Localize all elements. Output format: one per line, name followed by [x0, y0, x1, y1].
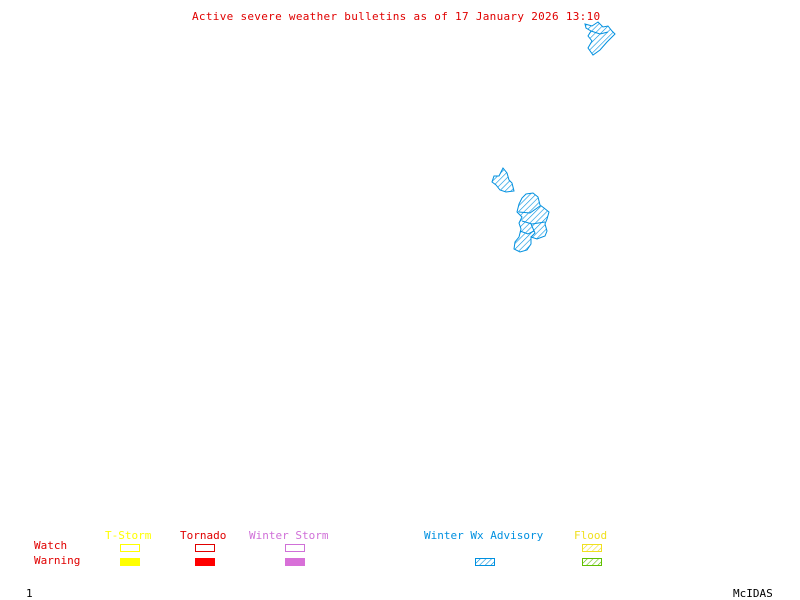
advisory-polygon-edge [519, 230, 535, 235]
legend-category-winter-wx-advisory: Winter Wx Advisory [424, 529, 544, 542]
advisory-area[interactable] [513, 192, 550, 253]
advisory-polygon[interactable] [513, 192, 550, 253]
frame-number: 1 [26, 587, 33, 600]
advisory-area[interactable] [584, 21, 616, 56]
legend-winter-wx-advisory-swatch [475, 558, 495, 566]
advisory-polygon[interactable] [584, 21, 616, 56]
legend-tstorm-watch-swatch [120, 544, 140, 552]
legend-tstorm-warning-swatch [120, 558, 140, 566]
legend-row-label-warning: Warning [34, 554, 81, 567]
legend-category-flood: Flood [574, 529, 608, 542]
legend-winter-storm-warning-swatch [285, 558, 305, 566]
legend-winter-storm-watch-swatch [285, 544, 305, 552]
legend-category-winter-storm: Winter Storm [249, 529, 329, 542]
legend-category-tornado: Tornado [180, 529, 227, 542]
advisory-polygon-edge [530, 223, 536, 238]
legend-tornado-watch-swatch [195, 544, 215, 552]
legend-row-label-watch: Watch [34, 539, 68, 552]
advisory-polygon-edge [521, 220, 546, 225]
bulletin-title: Active severe weather bulletins as of 17… [192, 10, 601, 23]
legend-tornado-warning-swatch [195, 558, 215, 566]
legend-flood-warning-swatch [582, 558, 602, 566]
legend-flood-watch-swatch [582, 544, 602, 552]
advisory-area[interactable] [491, 167, 515, 193]
advisory-polygon[interactable] [491, 167, 515, 193]
advisory-polygon-edge [518, 205, 541, 214]
legend-category-tstorm: T-Storm [105, 529, 152, 542]
advisory-polygon-edge [590, 30, 609, 35]
brand-label: McIDAS [733, 587, 773, 600]
